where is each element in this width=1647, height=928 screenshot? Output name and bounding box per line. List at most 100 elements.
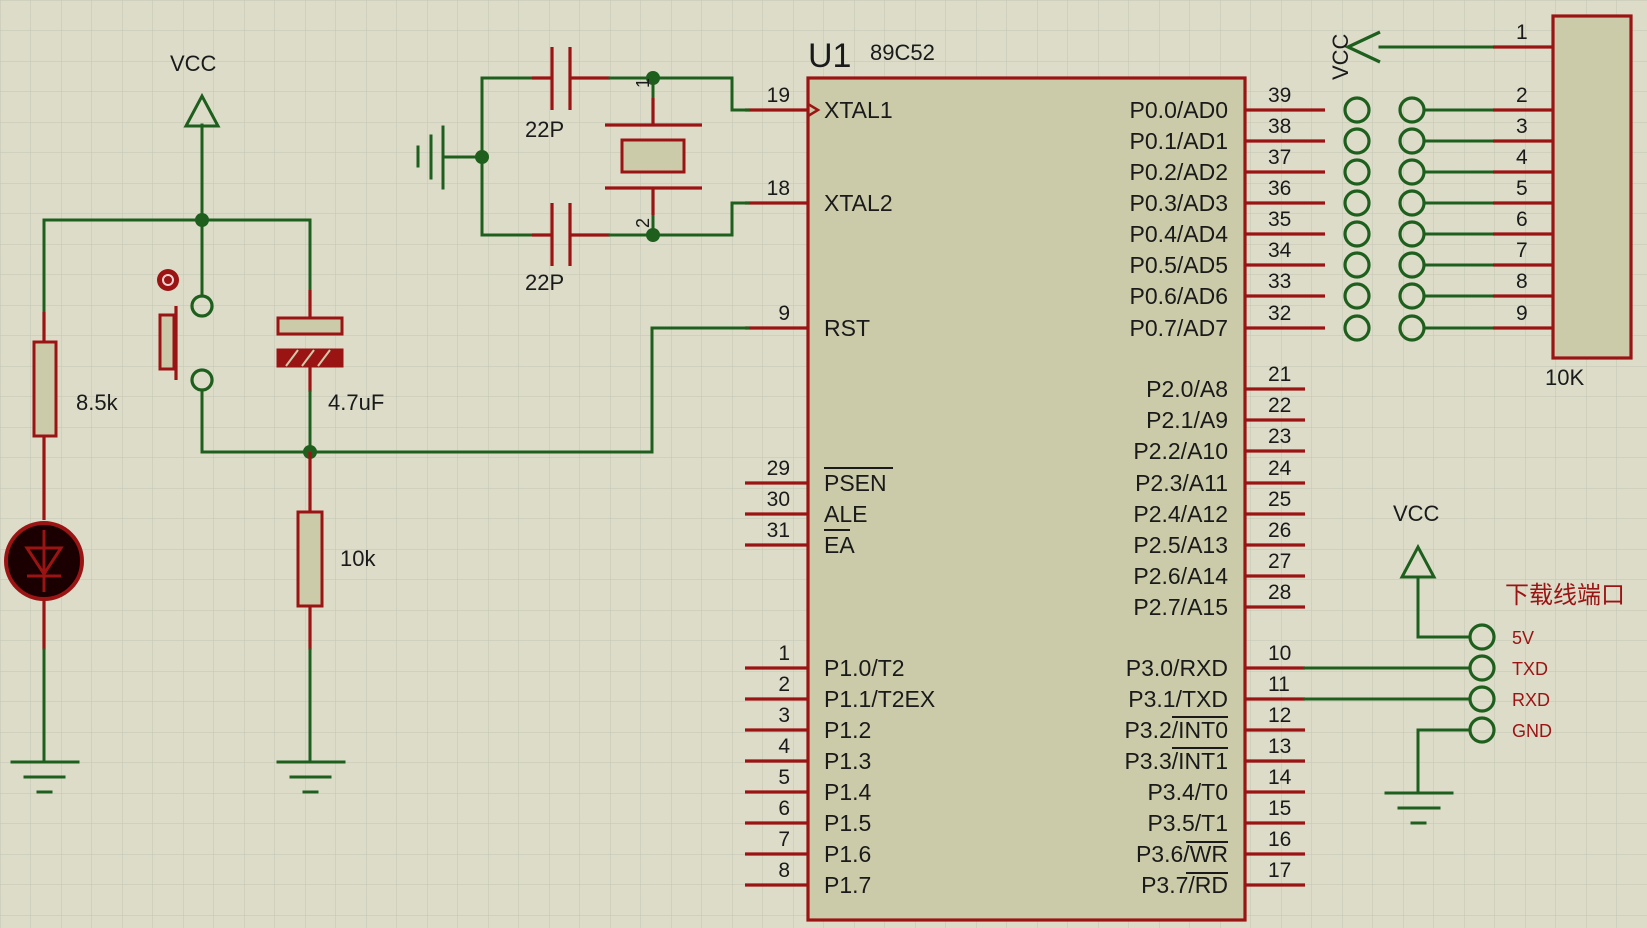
- mcu-pin-label: P0.0/AD0: [1130, 97, 1228, 123]
- mcu-pin-label: P0.5/AD5: [1130, 252, 1228, 278]
- p0-connector[interactable]: [1343, 96, 1371, 124]
- mcu-pin-label: P3.7/RD: [1141, 872, 1228, 898]
- mcu-pin-number: 14: [1268, 766, 1292, 789]
- rpack-pin-number: 4: [1516, 146, 1528, 169]
- mcu-pin-label: P0.1/AD1: [1130, 128, 1228, 154]
- mcu-pin-label: RST: [824, 315, 870, 341]
- download-connector[interactable]: [1468, 654, 1496, 682]
- mcu-pin-label: P3.4/T0: [1147, 779, 1228, 805]
- p0-connector[interactable]: [1343, 314, 1371, 342]
- mcu-pin-number: 26: [1268, 519, 1291, 542]
- mcu-pin-number: 1: [778, 642, 790, 665]
- mcu-pin-number: 5: [778, 766, 790, 789]
- mcu-part: 89C52: [870, 40, 935, 65]
- cap1-label: 22P: [525, 117, 564, 142]
- download-pin-label: GND: [1512, 721, 1552, 741]
- rpack-pin-number: 7: [1516, 239, 1528, 262]
- mcu-pin-number: 22: [1268, 394, 1291, 417]
- mcu-pin-label: P3.5/T1: [1147, 810, 1228, 836]
- mcu-pin-number: 28: [1268, 581, 1291, 604]
- download-connector[interactable]: [1468, 685, 1496, 713]
- p0-connector[interactable]: [1343, 127, 1371, 155]
- mcu-pin-number: 25: [1268, 488, 1291, 511]
- mcu-pin-number: 30: [767, 488, 790, 511]
- mcu-pin-number: 15: [1268, 797, 1291, 820]
- mcu-pin-label: P2.2/A10: [1133, 438, 1228, 464]
- mcu-pin-label: P1.6: [824, 841, 871, 867]
- mcu-pin-number: 34: [1268, 239, 1292, 262]
- mcu-pin-number: 17: [1268, 859, 1291, 882]
- mcu-pin-label: P1.4: [824, 779, 872, 805]
- p0-connector[interactable]: [1343, 189, 1371, 217]
- crystal-pin2-label: 2: [633, 218, 653, 228]
- mcu-pin-label: P1.1/T2EX: [824, 686, 935, 712]
- mcu-pin-number: 2: [778, 673, 790, 696]
- mcu-pin-label: P2.4/A12: [1133, 501, 1228, 527]
- mcu-pin-number: 23: [1268, 425, 1291, 448]
- mcu-pin-number: 33: [1268, 270, 1291, 293]
- mcu-pin-label: P3.2/INT0: [1124, 717, 1228, 743]
- mcu-pin-number: 39: [1268, 84, 1291, 107]
- mcu-pin-number: 11: [1268, 673, 1290, 696]
- mcu-pin-label: P1.3: [824, 748, 871, 774]
- mcu-pin-label: P3.3/INT1: [1124, 748, 1228, 774]
- mcu-pin-label: P2.6/A14: [1133, 563, 1228, 589]
- mcu-pin-number: 21: [1268, 363, 1291, 386]
- mcu-pin-label: P2.7/A15: [1133, 594, 1228, 620]
- mcu-pin-label: P2.0/A8: [1146, 376, 1228, 402]
- mcu-pin-label: XTAL2: [824, 190, 893, 216]
- mcu-pin-label: P1.0/T2: [824, 655, 905, 681]
- mcu-pin-label: P0.3/AD3: [1130, 190, 1228, 216]
- mcu-pin-label: P3.0/RXD: [1126, 655, 1228, 681]
- mcu-pin-number: 32: [1268, 302, 1291, 325]
- mcu-pin-number: 7: [778, 828, 790, 851]
- vcc-top-left-label: VCC: [170, 51, 217, 76]
- mcu-pin-number: 24: [1268, 457, 1292, 480]
- mcu-pin-number: 19: [767, 84, 790, 107]
- rpack-pin-number: 3: [1516, 115, 1528, 138]
- mcu-pin-number: 12: [1268, 704, 1291, 727]
- mcu-pin-label: P0.4/AD4: [1130, 221, 1229, 247]
- rpack-pin-number: 2: [1516, 84, 1528, 107]
- mcu-pin-label: P2.3/A11: [1135, 470, 1228, 496]
- cap2-label: 22P: [525, 270, 564, 295]
- download-pin-label: 5V: [1512, 628, 1534, 648]
- rpack-pin-number: 6: [1516, 208, 1528, 231]
- clock-arrow: [807, 102, 821, 118]
- p0-connector[interactable]: [1343, 282, 1371, 310]
- mcu-pin-label: P1.2: [824, 717, 871, 743]
- rpack-label: 10K: [1545, 365, 1584, 390]
- mcu-pin-number: 8: [778, 859, 790, 882]
- mcu-pin-number: 18: [767, 177, 790, 200]
- mcu-pin-number: 35: [1268, 208, 1291, 231]
- download-pin-label: TXD: [1512, 659, 1548, 679]
- r-reset-label: 10k: [340, 546, 376, 571]
- vcc-top-right-label: VCC: [1328, 33, 1353, 80]
- mcu-pin-number: 36: [1268, 177, 1291, 200]
- mcu-pin-number: 29: [767, 457, 790, 480]
- crystal-circuit: [416, 47, 750, 266]
- rpack-pin-number: 1: [1516, 21, 1528, 44]
- p0-connector[interactable]: [1343, 251, 1371, 279]
- rpack-pin-number: 5: [1516, 177, 1528, 200]
- mcu-pin-label: XTAL1: [824, 97, 893, 123]
- mcu-u1[interactable]: U1 89C52 19XTAL118XTAL29RST29PSEN30ALE31…: [745, 37, 1553, 922]
- mcu-pin-label: P2.1/A9: [1146, 407, 1228, 433]
- download-connector[interactable]: [1468, 623, 1496, 651]
- mcu-pin-number: 10: [1268, 642, 1291, 665]
- p0-connector[interactable]: [1343, 158, 1371, 186]
- mcu-right-pins: 39P0.0/AD038P0.1/AD137P0.2/AD236P0.3/AD3…: [1124, 84, 1553, 898]
- mcu-left-pins: 19XTAL118XTAL29RST29PSEN30ALE31EA1P1.0/T…: [745, 84, 935, 898]
- mcu-pin-label: P0.7/AD7: [1130, 315, 1228, 341]
- mcu-pin-number: 6: [778, 797, 790, 820]
- p0-connector[interactable]: [1343, 220, 1371, 248]
- download-connector[interactable]: [1468, 716, 1496, 744]
- crystal-pin1-label: 1: [633, 78, 653, 88]
- mcu-pin-label: P0.6/AD6: [1130, 283, 1228, 309]
- rpack-pin-number: 8: [1516, 270, 1528, 293]
